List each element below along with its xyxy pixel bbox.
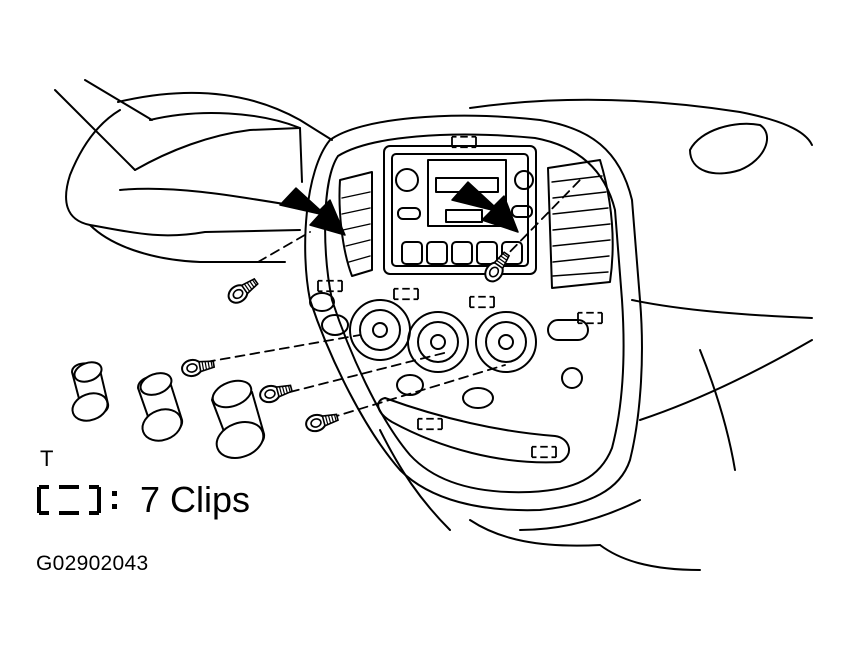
right-vent [547,159,614,289]
clip-icon [393,287,419,301]
radio-face [391,153,529,267]
radio-screen [427,159,507,227]
radio-knob-right [514,170,534,190]
left-panel-outline [65,109,301,237]
clip-icon [469,295,495,309]
right-dash-knee [699,349,736,471]
preset-button [451,241,473,265]
lower-dash-left [379,429,451,531]
floor-line [599,544,701,571]
dash-top-contour [117,91,333,141]
dash-right-bulge [689,122,769,175]
lower-dash-arc-1 [469,519,601,547]
removal-arrow-icon [451,181,519,233]
dial-center [407,311,469,373]
right-dash-curve [639,339,813,421]
left-panel-inner [134,127,301,171]
clip-legend: 7 Clips [36,478,250,522]
figure-code: G02902043 [36,552,149,575]
preset-button [476,241,498,265]
console-outer [304,114,643,512]
knob-icon [70,361,110,422]
dial-right [475,311,537,373]
knob-icon [210,379,266,459]
dial-left [349,299,411,361]
right-dash-lower [631,299,813,319]
screw-icon [179,355,217,379]
radio-knob-left [395,168,419,192]
screw-icon [303,408,341,435]
console-inner [324,133,625,494]
dash-top-right [469,98,813,146]
clip-icon [417,417,443,431]
preset-button [426,241,448,265]
preset-button [401,241,423,265]
knob-icon [136,372,184,442]
removal-arrow-icon [279,187,346,236]
preset-button [501,241,523,265]
left-cowl [119,187,291,206]
screw-icon [257,379,295,406]
radio-slot-2 [445,209,483,223]
clip-icon [37,485,117,515]
radio-bezel [383,145,537,275]
lower-tray [377,397,570,464]
meter-hood [149,112,303,183]
left-vent [338,171,373,277]
view-letter: T [40,446,54,471]
clip-count-label: 7 Clips [140,479,251,520]
screw-icon [224,273,262,308]
a-pillar-line [84,79,153,121]
lower-dash-arc-2 [519,499,641,531]
clip-icon [531,445,557,459]
left-panel-lower [89,224,286,263]
windshield-line [54,89,136,171]
